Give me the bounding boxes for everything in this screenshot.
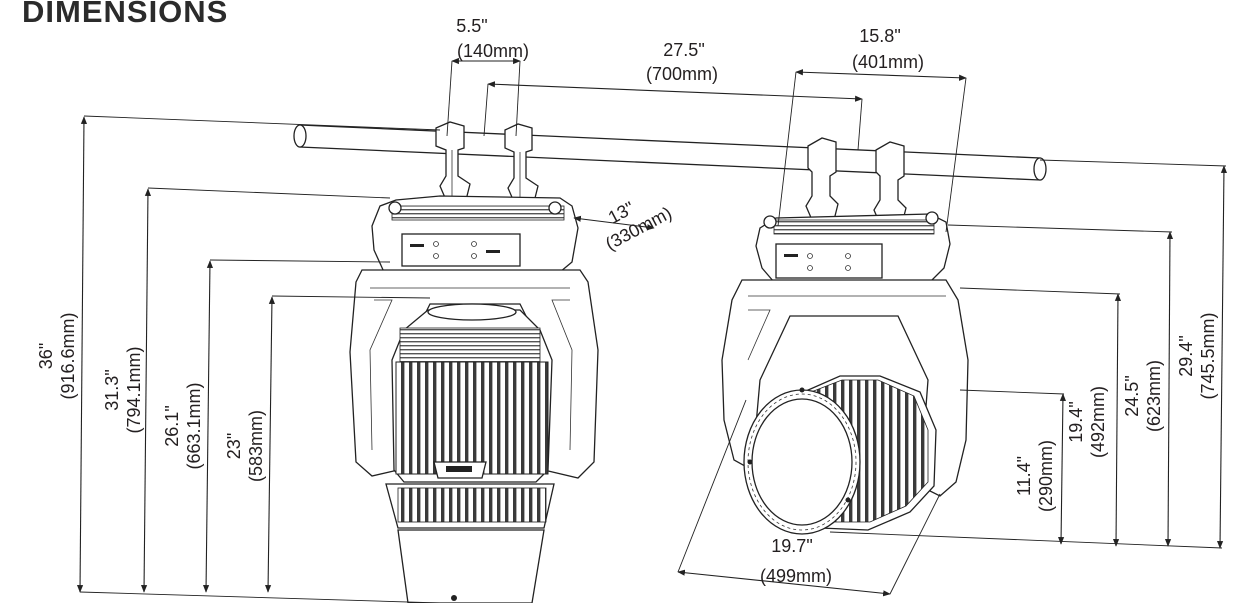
clamp-span-inch: 27.5": [663, 40, 704, 60]
overall-height-mm: (916.6mm): [58, 312, 78, 399]
height-to-base-top-inch: 31.3": [102, 369, 122, 410]
head-axis-height-inch: 11.4": [1014, 456, 1034, 496]
truss-pipe: [293, 124, 1047, 181]
side-base-height-inch: 24.5": [1122, 375, 1142, 416]
front-head: [385, 303, 555, 603]
dimension-lines: [76, 57, 1228, 603]
height-to-yoke-mm: (663.1mm): [184, 382, 204, 469]
side-base-height-mm: (623mm): [1144, 360, 1164, 432]
height-to-head-mm: (583mm): [246, 410, 266, 482]
page-title: DIMENSIONS: [22, 0, 229, 29]
side-head: [743, 375, 937, 535]
side-clamp-spacing-mm: (401mm): [852, 52, 924, 72]
side-view-fixture: [721, 137, 969, 535]
overall-height-inch: 36": [36, 343, 56, 369]
side-base: [755, 211, 951, 283]
front-base: [371, 195, 579, 273]
side-clamp-spacing-inch: 15.8": [859, 26, 900, 46]
height-to-yoke-inch: 26.1": [162, 405, 182, 446]
side-clamps: [805, 137, 907, 225]
side-overall-height-mm: (745.5mm): [1198, 312, 1218, 399]
head-diameter-mm: (499mm): [760, 566, 832, 586]
clamp-spacing-inch: 5.5": [456, 16, 487, 36]
clamp-span-mm: (700mm): [646, 64, 718, 84]
height-to-head-inch: 23": [224, 433, 244, 459]
clamp-spacing-mm: (140mm): [457, 41, 529, 61]
front-clamps: [435, 121, 539, 203]
head-axis-height-mm: (290mm): [1036, 440, 1056, 512]
side-yoke-height-mm: (492mm): [1088, 386, 1108, 458]
side-overall-height-inch: 29.4": [1176, 335, 1196, 376]
dimension-labels: 5.5" (140mm) 27.5" (700mm) 15.8" (401mm)…: [36, 16, 1218, 586]
front-view-fixture: [349, 121, 599, 603]
side-yoke-height-inch: 19.4": [1066, 401, 1086, 442]
height-to-base-top-mm: (794.1mm): [124, 346, 144, 433]
side-yoke: [721, 279, 969, 497]
front-yoke: [349, 269, 599, 479]
head-diameter-inch: 19.7": [771, 536, 812, 556]
